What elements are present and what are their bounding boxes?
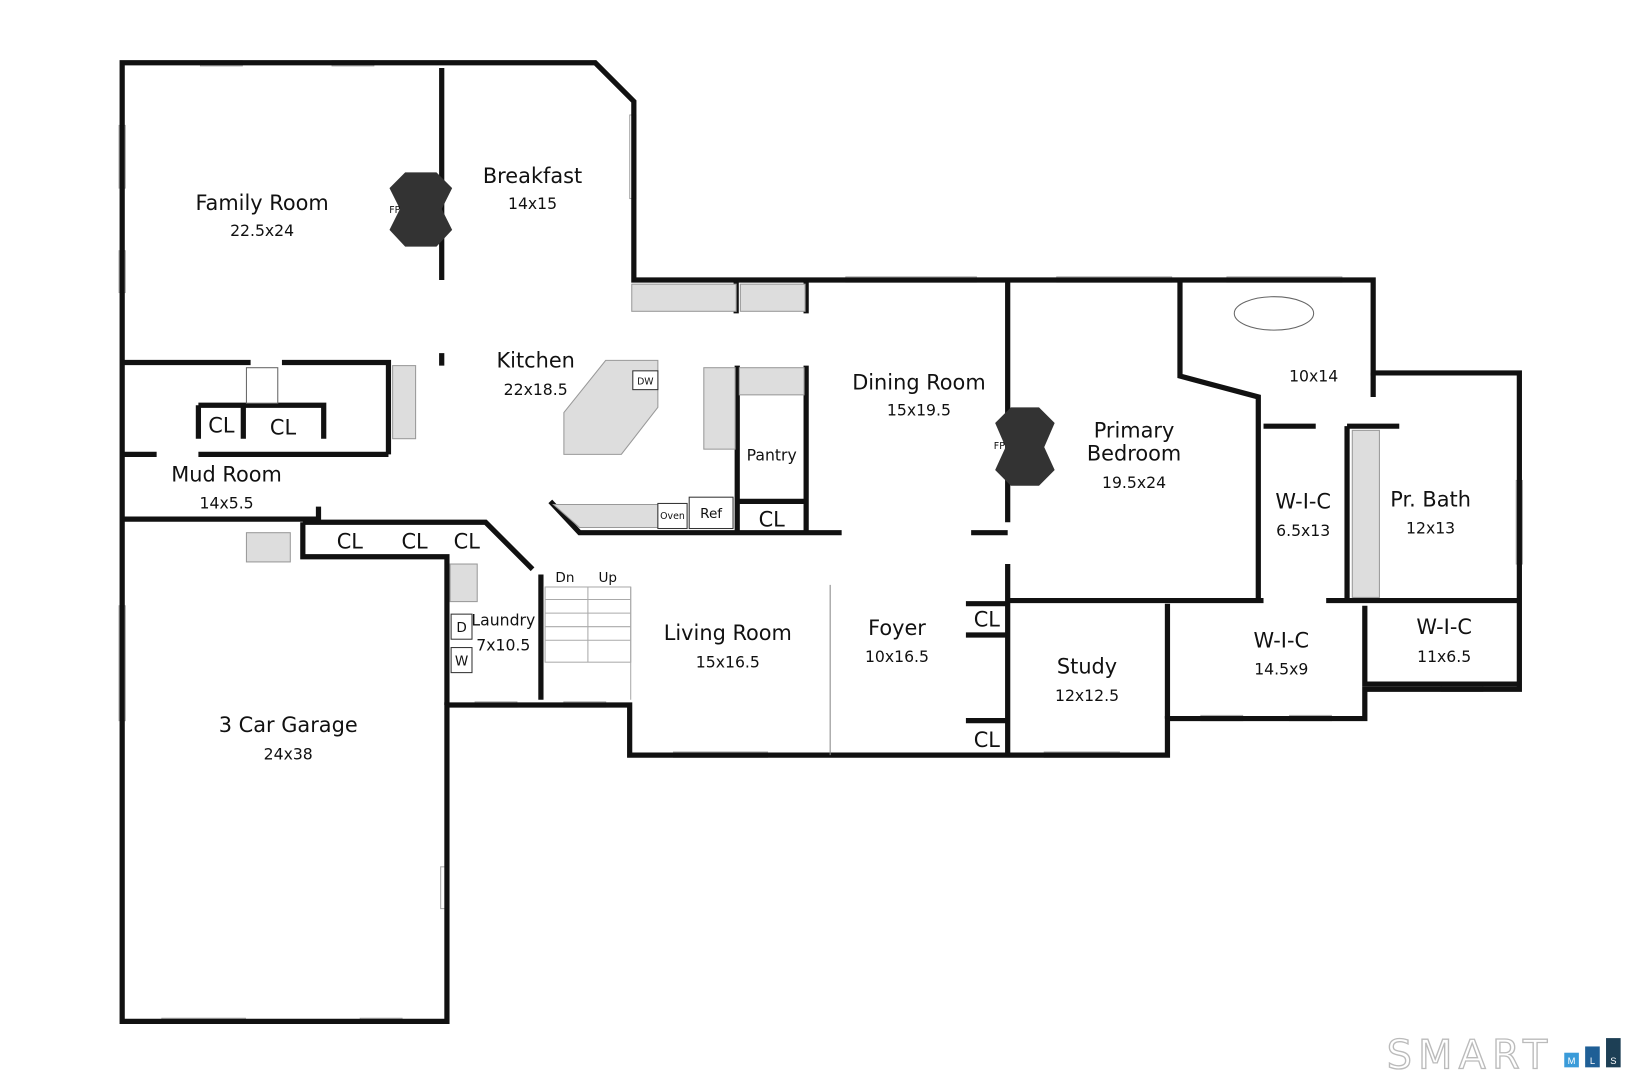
logo-letter: L (1590, 1055, 1595, 1066)
room-name: Laundry (471, 611, 535, 630)
room-dims: 11x6.5 (1417, 647, 1471, 666)
dishwasher-label: DW (637, 376, 654, 387)
room-dims: 10x14 (1289, 366, 1338, 385)
room-dims: 22.5x24 (230, 221, 294, 240)
fireplace-label: FP (389, 205, 400, 216)
closet-label: CL (401, 529, 428, 553)
fixtures (245, 283, 1380, 603)
dryer-label: D (456, 620, 466, 636)
room-name: W-I-C (1253, 629, 1309, 653)
smart-mls-logo: SMART M L S (1386, 1032, 1621, 1079)
fireplace-icon (389, 172, 1055, 486)
room-dims: 14x5.5 (200, 494, 254, 513)
room-name: Pantry (747, 446, 797, 465)
room-name: Breakfast (483, 164, 582, 188)
closet-label: CL (270, 416, 297, 440)
logo-text: SMART (1387, 1032, 1554, 1078)
refrigerator-label: Ref (700, 506, 723, 522)
room-name: Bedroom (1087, 442, 1181, 466)
logo-letter: S (1610, 1055, 1616, 1066)
room-dims: 6.5x13 (1276, 521, 1330, 540)
stairs-up-label: Up (598, 570, 617, 586)
room-dims: 22x18.5 (504, 380, 568, 399)
closet-label: CL (337, 529, 364, 553)
closet-label: CL (454, 529, 481, 553)
exterior-wall (119, 60, 1522, 1025)
room-name: Living Room (664, 621, 792, 645)
room-dims: 12x13 (1406, 519, 1455, 538)
room-name: 3 Car Garage (219, 713, 358, 737)
room-name: W-I-C (1275, 490, 1331, 514)
room-dims: 19.5x24 (1102, 473, 1166, 492)
closet-label: CL (974, 728, 1001, 752)
room-dims: 7x10.5 (476, 636, 530, 655)
stairs-down-label: Dn (555, 570, 574, 586)
room-name: Primary (1094, 419, 1175, 443)
room-name: Kitchen (496, 349, 574, 373)
room-name: Family Room (195, 191, 328, 215)
room-dims: 14x15 (508, 194, 557, 213)
stairs (544, 586, 632, 700)
room-dims: 10x16.5 (865, 647, 929, 666)
room-dims: 12x12.5 (1055, 686, 1119, 705)
closet-label: CL (208, 413, 235, 437)
fireplace-label: FP (994, 441, 1005, 452)
logo-letter: M (1568, 1055, 1576, 1066)
room-dims: 15x19.5 (887, 401, 951, 420)
room-name: W-I-C (1416, 615, 1472, 639)
windows (118, 60, 1524, 1025)
room-name: Mud Room (171, 463, 282, 487)
room-name: Dining Room (852, 371, 985, 395)
interior-walls (122, 68, 1520, 756)
room-dims: 15x16.5 (696, 652, 760, 671)
room-dims: 14.5x9 (1254, 660, 1308, 679)
room-dims: 24x38 (264, 744, 313, 763)
room-name: Pr. Bath (1390, 488, 1471, 512)
oven-label: Oven (660, 511, 685, 522)
washer-label: W (455, 653, 468, 669)
closet-label: CL (974, 608, 1001, 632)
closet-label: CL (759, 507, 786, 531)
room-name: Foyer (868, 616, 926, 640)
room-name: Study (1057, 655, 1117, 679)
